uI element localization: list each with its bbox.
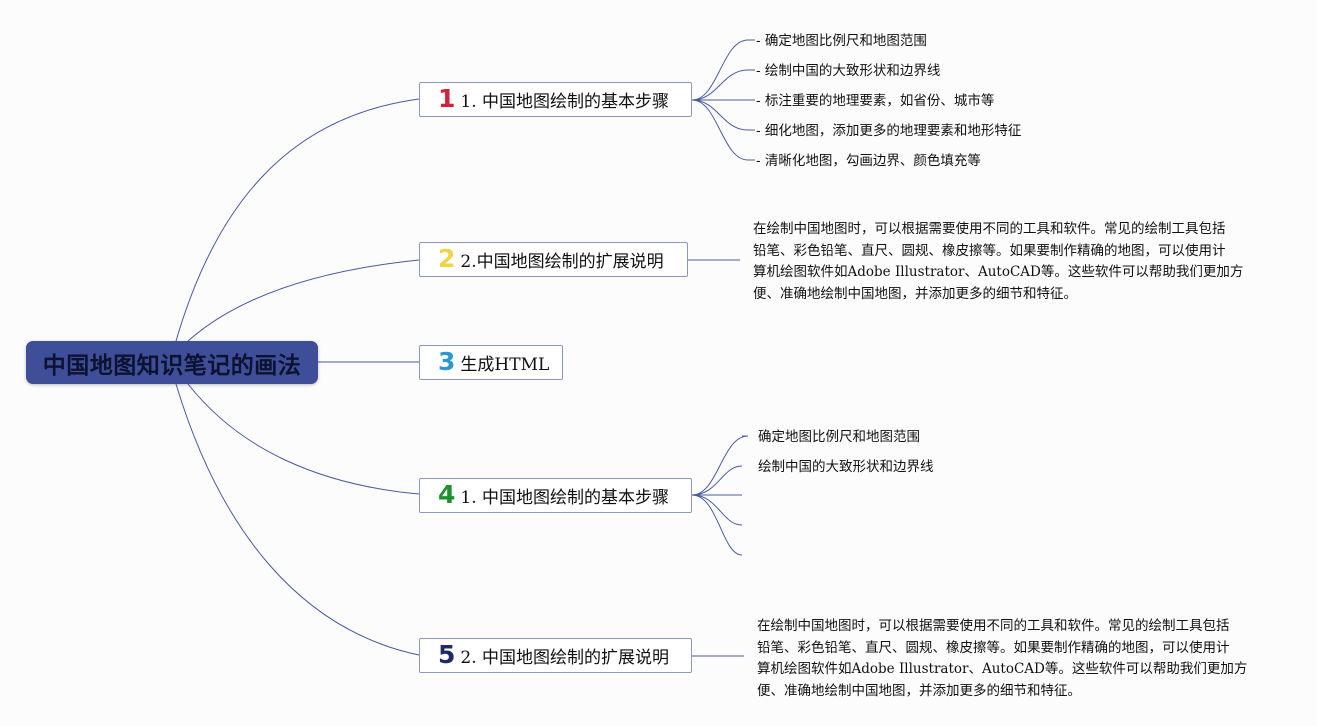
topic-node-2[interactable]: 2 2.中国地图绘制的扩展说明 <box>419 242 688 277</box>
number-2-icon: 2 <box>438 244 456 273</box>
topic-label: 1. 中国地图绘制的基本步骤 <box>460 92 670 112</box>
connector-topic-4-child-5 <box>691 494 743 556</box>
connector-root-topic-5 <box>175 383 420 656</box>
root-node[interactable]: 中国地图知识笔记的画法 <box>26 341 318 384</box>
connector-topic-1-child-5 <box>691 99 755 161</box>
number-1-icon: 1 <box>438 84 456 113</box>
connector-topic-4-child-2 <box>691 465 743 496</box>
subtopic-item[interactable]: - 绘制中国的大致形状和边界线 <box>756 63 941 79</box>
connector-root-topic-2 <box>187 259 420 342</box>
connector-topic-1-child-1 <box>691 39 755 101</box>
topic-label: 2. 中国地图绘制的扩展说明 <box>460 648 670 668</box>
subtopic-item[interactable]: - 确定地图比例尺和地图范围 <box>756 33 927 49</box>
subtopic-item[interactable]: - 细化地图，添加更多的地理要素和地形特征 <box>756 123 1022 139</box>
subtopic-item[interactable]: 确定地图比例尺和地图范围 <box>758 429 920 445</box>
topic-5-note[interactable]: 在绘制中国地图时，可以根据需要使用不同的工具和软件。常见的绘制工具包括 铅笔、彩… <box>757 618 1248 699</box>
number-4-icon: 4 <box>438 480 456 509</box>
connector-root-topic-1 <box>175 98 420 342</box>
topic-node-4[interactable]: 4 1. 中国地图绘制的基本步骤 <box>419 478 692 513</box>
topic-label: 生成HTML <box>460 355 550 375</box>
connector-root-topic-4 <box>187 383 420 495</box>
connector-topic-4-child-4 <box>691 494 743 526</box>
topic-label: 2.中国地图绘制的扩展说明 <box>460 252 664 272</box>
topic-node-3[interactable]: 3 生成HTML <box>419 345 563 380</box>
topic-node-5[interactable]: 5 2. 中国地图绘制的扩展说明 <box>419 638 692 673</box>
number-3-icon: 3 <box>438 347 456 376</box>
number-5-icon: 5 <box>438 640 456 669</box>
topic-label: 1. 中国地图绘制的基本步骤 <box>460 488 670 508</box>
topic-node-1[interactable]: 1 1. 中国地图绘制的基本步骤 <box>419 82 692 117</box>
connector-topic-4-child-1 <box>691 435 749 496</box>
subtopic-item[interactable]: 绘制中国的大致形状和边界线 <box>758 459 934 475</box>
connector-topic-1-child-4 <box>691 99 755 131</box>
topic-2-note[interactable]: 在绘制中国地图时，可以根据需要使用不同的工具和软件。常见的绘制工具包括 铅笔、彩… <box>753 221 1244 302</box>
subtopic-item[interactable]: - 标注重要的地理要素，如省份、城市等 <box>756 93 995 109</box>
connector-topic-1-child-2 <box>691 69 755 101</box>
subtopic-item[interactable]: - 清晰化地图，勾画边界、颜色填充等 <box>756 153 981 169</box>
root-node-label: 中国地图知识笔记的画法 <box>42 352 302 379</box>
